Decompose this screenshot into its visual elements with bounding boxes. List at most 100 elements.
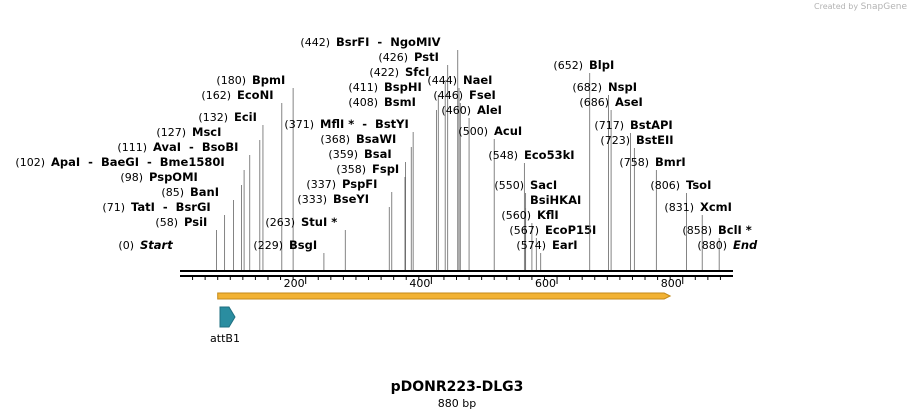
tick-label: 200 (284, 277, 305, 290)
orf-arrow[interactable] (217, 292, 672, 300)
site-ecop15i[interactable]: (567)EcoP15I (509, 223, 596, 270)
site-name: AcuI (494, 124, 522, 138)
site-name: FseI (469, 88, 496, 102)
site-position: (0) (118, 239, 134, 252)
site-bstapi[interactable]: (717)BstAPI (594, 118, 673, 270)
site-position: (567) (509, 224, 539, 237)
feature-label-attb1: attB1 (210, 332, 240, 345)
site-msci[interactable]: (127)MscI (156, 125, 261, 270)
site-fsei[interactable]: (446)FseI (433, 88, 496, 270)
features: attB1 (210, 292, 672, 345)
site-name: NaeI (463, 73, 492, 87)
site-pspomi[interactable]: (98) PspOMI (120, 170, 242, 270)
site-name: FspI (372, 162, 399, 176)
site-position: (574) (516, 239, 546, 252)
site-tati[interactable]: (71) TatI - BsrGI (102, 200, 226, 270)
site-stui[interactable]: (263)StuI * (265, 215, 346, 270)
site-name: BsaI (364, 147, 392, 161)
site-name: Start (140, 238, 173, 252)
site-name: BsgI (289, 238, 317, 252)
site-naei[interactable]: (444)NaeI (427, 73, 492, 270)
site-position: (411) (348, 81, 378, 94)
snapgene-credit: Created by SnapGene (814, 2, 907, 12)
site-name: NspI (608, 80, 637, 94)
site-end[interactable]: (880)End (697, 238, 758, 252)
site-psti[interactable]: (426)PstI (378, 50, 449, 270)
site-bsawi[interactable]: (368) BsaWI (320, 132, 412, 270)
site-bsai[interactable]: (359) BsaI (328, 147, 406, 270)
site-nspi[interactable]: (682)NspI (572, 80, 637, 270)
site-name: SfcI (405, 65, 429, 79)
site-position: (71) (102, 201, 125, 214)
site-bmri[interactable]: (758) BmrI (619, 155, 686, 270)
site-name: EciI (234, 110, 257, 124)
site-name: BspHI (384, 80, 422, 94)
site-apai[interactable]: (102) ApaI - BaeGI - Bme1580I (15, 155, 245, 270)
site-bani[interactable]: (85)BanI (161, 185, 234, 270)
site-bpmi[interactable]: (180)BpmI (216, 73, 294, 270)
site-psii[interactable]: (58)PsiI (155, 215, 217, 270)
site-bsrfi[interactable]: (442)BsrFI - NgoMIV (300, 35, 459, 270)
site-position: (127) (156, 126, 186, 139)
site-bcli[interactable]: (858) BclI * (682, 223, 752, 270)
site-pspfi[interactable]: (337)PspFI (306, 177, 393, 270)
site-position: (111) (117, 141, 147, 154)
site-name: BsaWI (356, 132, 396, 146)
site-position: (858) (682, 224, 712, 237)
site-bsihkai[interactable]: BsiHKAI (525, 193, 582, 270)
site-name: AleI (477, 103, 502, 117)
site-position: (359) (328, 148, 358, 161)
site-name: AvaI - BsoBI (153, 140, 238, 154)
site-position: (98) (120, 171, 143, 184)
site-eari[interactable]: (574)EarI (516, 238, 578, 270)
site-xcmi[interactable]: (831)XcmI (664, 200, 732, 270)
site-position: (560) (501, 209, 531, 222)
site-bsmi[interactable]: (408)BsmI (348, 95, 437, 270)
site-mfli[interactable]: (371) MflI * - BstYI (284, 117, 414, 270)
site-bsphi[interactable]: (411) BspHI (348, 80, 439, 270)
site-position: (58) (155, 216, 178, 229)
site-name: MflI * - BstYI (320, 117, 409, 131)
site-fspi[interactable]: (358)FspI (336, 162, 406, 270)
site-start[interactable]: (0) Start (118, 238, 173, 252)
site-name: PspOMI (149, 170, 198, 184)
site-blpi[interactable]: (652)BlpI (553, 58, 614, 270)
site-ecii[interactable]: (132)EciI (198, 110, 264, 270)
site-name: TsoI (686, 178, 711, 192)
site-name: BmrI (655, 155, 686, 169)
site-name: BsrFI - NgoMIV (336, 35, 441, 49)
site-position: (102) (15, 156, 45, 169)
site-position: (180) (216, 74, 246, 87)
site-position: (500) (458, 125, 488, 138)
site-position: (460) (441, 104, 471, 117)
site-alei[interactable]: (460) AleI (441, 103, 502, 270)
attb1-arrow-icon[interactable] (219, 306, 236, 328)
site-kfli[interactable]: (560)KflI (501, 208, 559, 270)
site-position: (368) (320, 133, 350, 146)
site-bseyi[interactable]: (333)BseYI (297, 192, 390, 270)
site-position: (422) (369, 66, 399, 79)
site-asei[interactable]: (686)AseI (579, 95, 643, 270)
site-position: (263) (265, 216, 295, 229)
site-tsoi[interactable]: (806) TsoI (650, 178, 711, 270)
site-position: (758) (619, 156, 649, 169)
site-avai[interactable]: (111) AvaI - BsoBI (117, 140, 251, 270)
site-position: (806) (650, 179, 680, 192)
site-econi[interactable]: (162)EcoNI (201, 88, 283, 270)
site-name: ApaI - BaeGI - Bme1580I (51, 155, 225, 169)
site-position: (831) (664, 201, 694, 214)
site-bsgi[interactable]: (229) BsgI (253, 238, 325, 270)
site-name: BclI * (718, 223, 752, 237)
site-eco53ki[interactable]: (548)Eco53kI (488, 148, 575, 270)
site-name: BsmI (384, 95, 416, 109)
site-position: (371) (284, 118, 314, 131)
site-saci[interactable]: (550)SacI (494, 178, 557, 270)
site-acui[interactable]: (500) AcuI (458, 124, 522, 270)
site-name: TatI - BsrGI (131, 200, 211, 214)
site-name: BsiHKAI (530, 193, 581, 207)
site-bsteii[interactable]: (723)BstEII (600, 133, 674, 270)
site-sfci[interactable]: (422) SfcI (369, 65, 446, 270)
site-position: (229) (253, 239, 283, 252)
plasmid-length: 880 bp (437, 397, 477, 410)
